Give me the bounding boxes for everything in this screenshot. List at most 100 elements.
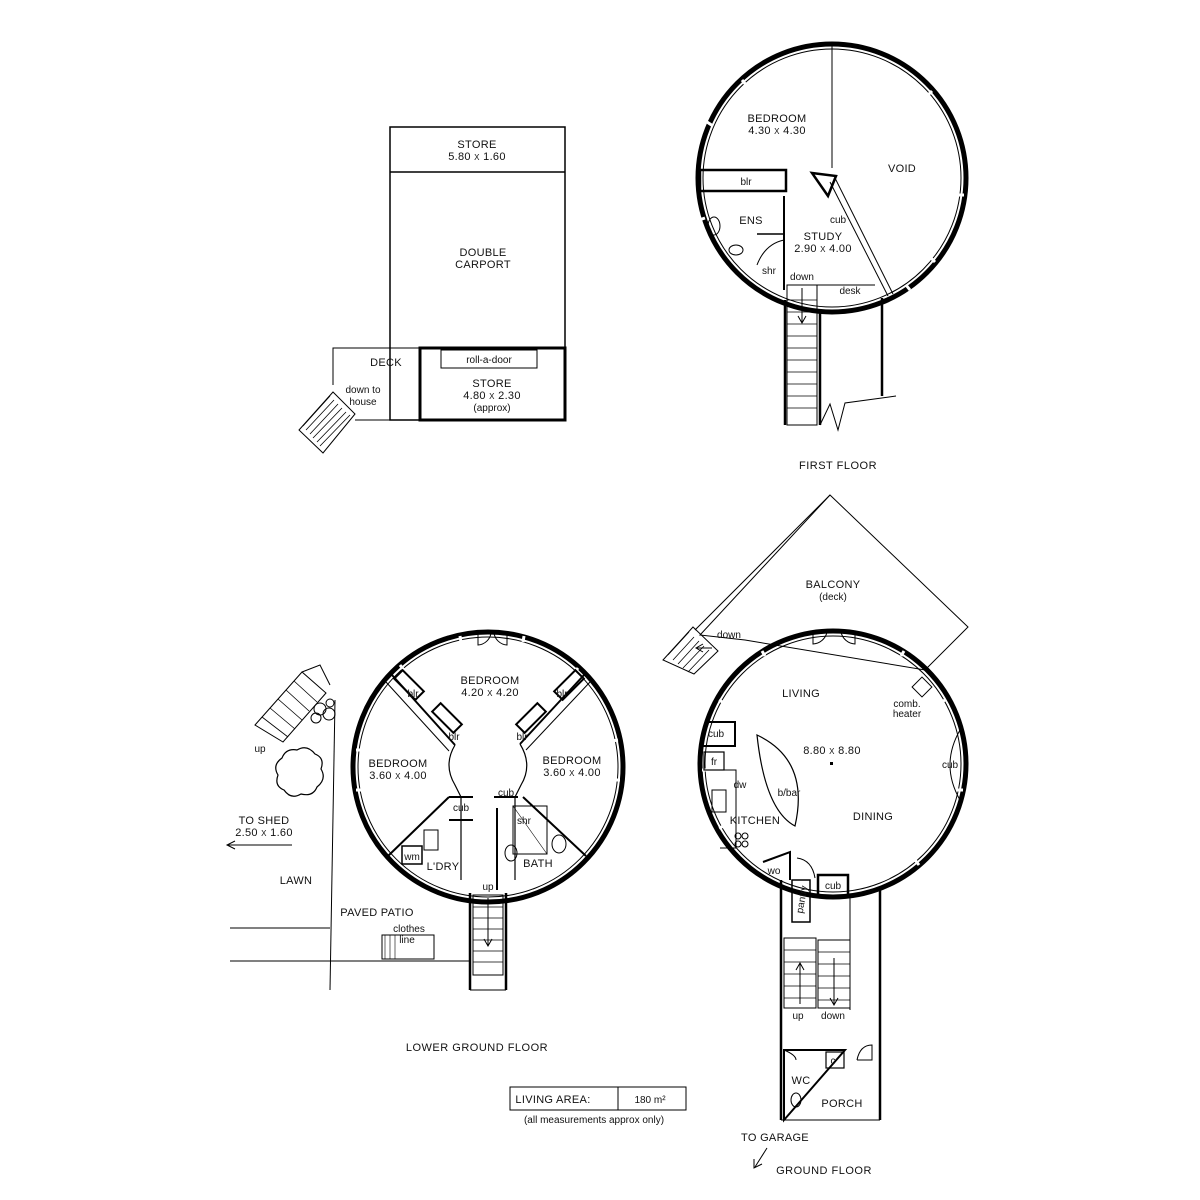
ff-blr — [698, 168, 788, 193]
ff-down-label: down — [790, 272, 814, 283]
void-label: VOID — [888, 163, 916, 175]
store-top-dim: 5.80 x 1.60 — [448, 151, 506, 163]
down-to-house-label-2: house — [349, 397, 377, 408]
ff-break-line — [819, 395, 897, 432]
lg-ldry-label: L'DRY — [427, 861, 460, 873]
shower-arc — [756, 239, 785, 266]
lg-bedroom-top-label: BEDROOM — [461, 675, 520, 687]
carport-block: STORE 5.80 x 1.60 DOUBLE CARPORT roll-a-… — [298, 126, 567, 454]
ff-bedroom-label: BEDROOM — [748, 113, 807, 125]
porch-label: PORCH — [821, 1098, 862, 1110]
wo-cupboard — [762, 850, 791, 880]
ff-shr-label: shr — [762, 266, 777, 277]
lg-blr-label-3: blr — [448, 732, 460, 743]
living-area-box — [509, 1086, 687, 1111]
gf-door-right — [840, 631, 856, 645]
boundary-line — [329, 699, 336, 991]
wc-toilet — [790, 1092, 802, 1108]
wc-label: WC — [792, 1075, 811, 1087]
first-floor-plan: BEDROOM 4.30 x 4.30 VOID blr ENS cub STU… — [695, 41, 969, 472]
c-label: c — [831, 1056, 836, 1067]
balcony-label: BALCONY — [806, 579, 861, 591]
gf-inner-wall — [704, 635, 962, 893]
pantry-door — [796, 857, 816, 879]
to-garage-arrow — [754, 1147, 768, 1168]
to-shed-dim: 2.50 x 1.60 — [235, 827, 293, 839]
study-cub-label: cub — [830, 215, 847, 226]
paved-patio-label: PAVED PATIO — [340, 907, 414, 919]
gf-cub-right-label: cub — [942, 760, 959, 771]
lg-bedroom-left-dim: 3.60 x 4.00 — [369, 770, 427, 782]
down-to-house-label: down to — [345, 385, 380, 396]
first-floor-title: FIRST FLOOR — [799, 460, 877, 472]
cooktop — [734, 832, 749, 848]
store-bottom-dim: 4.80 x 2.30 — [463, 390, 521, 402]
ground-floor-title: GROUND FLOOR — [776, 1165, 872, 1177]
store-bottom-approx: (approx) — [473, 403, 510, 414]
breakfast-bar — [756, 734, 799, 827]
store-bottom-label: STORE — [472, 378, 511, 390]
roll-a-door — [440, 349, 538, 369]
lg-bedroom-right-dim: 3.60 x 4.00 — [543, 767, 601, 779]
pantry — [791, 879, 811, 923]
wc-cupboard — [825, 1051, 845, 1069]
lg-bedroom-top-dim: 4.20 x 4.20 — [461, 687, 519, 699]
living-label: LIVING — [782, 688, 820, 700]
lg-blr-label-1: blr — [407, 689, 419, 700]
lg-blr-box-1 — [392, 668, 426, 702]
gf-cub-bottom-label: cub — [825, 881, 842, 892]
gf-stairs-down — [817, 939, 851, 1009]
balcony-deck — [698, 494, 969, 671]
double-carport-label-2: CARPORT — [455, 259, 511, 271]
gf-cub-bottom — [816, 873, 850, 899]
lg-blr-label-2: blr — [556, 689, 568, 700]
comb-label: comb. — [893, 699, 920, 710]
gf-door-left — [812, 631, 828, 645]
lg-cub-label-2: cub — [498, 788, 515, 799]
study-void-wall — [829, 181, 889, 297]
lg-wall-ne-2 — [525, 681, 591, 751]
lg-laundry-box — [401, 845, 423, 865]
lg-wall-ne — [519, 674, 585, 745]
dw-label: dw — [734, 780, 748, 791]
ground-floor-plan: BALCONY (deck) down comb. — [662, 494, 969, 1177]
pantry-label: pantry — [795, 885, 811, 914]
comb-heater — [911, 676, 933, 698]
lg-laundry-tub — [423, 829, 439, 851]
balcony-down-label: down — [717, 630, 741, 641]
gf-stairs-up — [783, 937, 817, 1009]
wc-door — [783, 1049, 797, 1061]
garden-stairs — [254, 664, 331, 743]
lg-cub-label-1: cub — [453, 803, 470, 814]
living-area-value: 180 m² — [634, 1095, 666, 1106]
lg-bedroom-right-label: BEDROOM — [543, 755, 602, 767]
lg-up-label: up — [482, 882, 494, 893]
deck-label: DECK — [370, 357, 402, 369]
lg-blr-box-2 — [552, 668, 586, 702]
kitchen-bench — [720, 769, 737, 849]
clothes-label: clothes — [393, 924, 425, 935]
lg-wall-sw — [387, 796, 450, 857]
gf-down-label: down — [821, 1011, 845, 1022]
ff-stairs — [786, 284, 818, 426]
wc-room — [783, 1049, 848, 1123]
ff-basin — [728, 244, 744, 256]
study-label: STUDY — [804, 231, 843, 243]
to-garage-label: TO GARAGE — [741, 1132, 809, 1144]
study-cupboard — [809, 171, 838, 199]
roll-a-door-label: roll-a-door — [466, 355, 512, 366]
lg-shr-label: shr — [517, 816, 532, 827]
to-shed-label: TO SHED — [239, 815, 290, 827]
living-area-label: LIVING AREA: — [515, 1094, 590, 1106]
lg-central-hall — [448, 743, 528, 880]
double-carport-label: DOUBLE — [459, 247, 506, 259]
lower-ground-floor-plan: BEDROOM 4.20 x 4.20 BEDROOM 3.60 x 4.00 … — [225, 629, 626, 1054]
lg-bath-label: BATH — [523, 858, 553, 870]
tree — [275, 747, 324, 797]
wo-label: wo — [767, 866, 781, 877]
balcony-stairs — [662, 626, 719, 675]
lg-basin — [551, 834, 567, 854]
bbar-label: b/bar — [778, 788, 801, 799]
garden-up-label: up — [254, 744, 266, 755]
sink — [711, 789, 727, 813]
